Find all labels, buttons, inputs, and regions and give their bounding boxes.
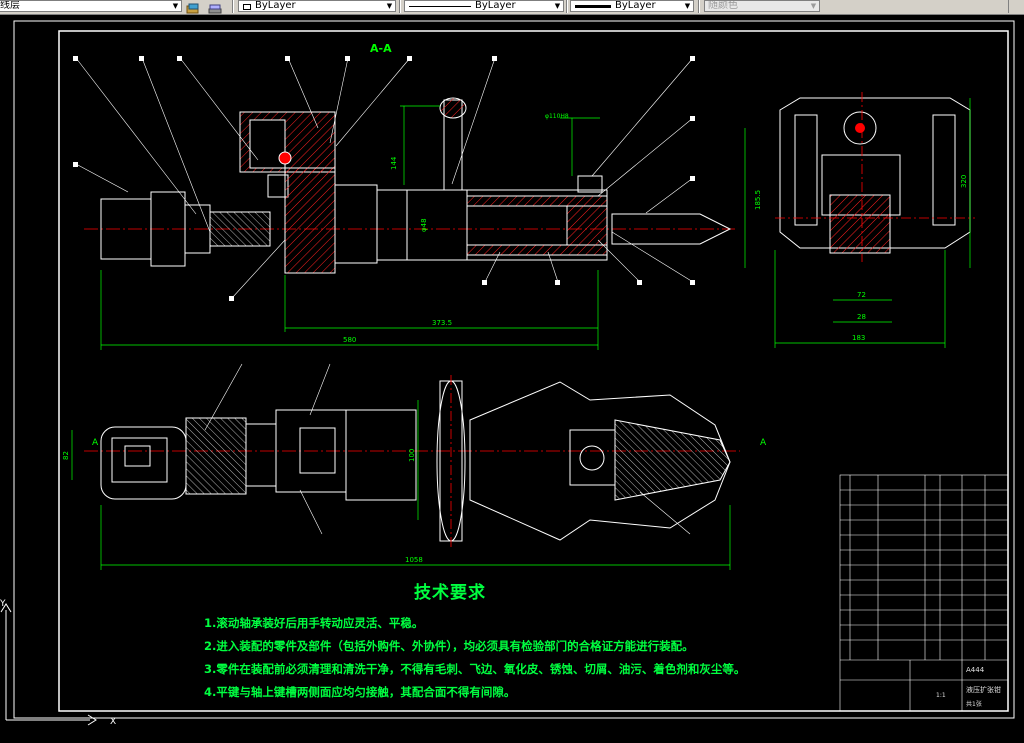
layer-label: 线层 [0, 0, 20, 11]
linetype-dropdown[interactable]: ByLayer ▼ [404, 0, 564, 12]
title-block-code: A444 [966, 666, 985, 674]
section-label: A-A [370, 42, 392, 55]
dim-top-height: 144 [390, 156, 398, 170]
plotstyle-dropdown[interactable]: 随颜色 ▼ [704, 0, 820, 12]
sheet-border [13, 20, 1015, 719]
chevron-down-icon: ▼ [684, 2, 691, 10]
dim-bottom-height: 82 [62, 451, 70, 460]
drawing-canvas[interactable]: A-A [0, 15, 1024, 739]
color-value: ByLayer [255, 0, 296, 11]
dim-side-height: 185.5 [754, 190, 762, 210]
toolbar-separator [566, 0, 568, 13]
layer-dropdown[interactable]: 线层 ▼ [0, 0, 182, 12]
ucs-icon: Y X [0, 599, 116, 727]
dim-bottom-overall: 1058 [405, 556, 423, 564]
layer-previous-icon[interactable] [186, 0, 200, 14]
toolbar-separator [698, 0, 700, 13]
title-block-sheet: 共1张 [966, 700, 982, 708]
title-block [839, 474, 1009, 712]
toolbar-scroll-button[interactable] [1008, 0, 1024, 13]
plotstyle-value: 随颜色 [708, 0, 738, 11]
dim-side-width: 320 [960, 175, 968, 188]
color-dropdown[interactable]: ByLayer ▼ [238, 0, 396, 12]
chevron-down-icon: ▼ [172, 2, 179, 10]
linetype-sample [409, 6, 471, 7]
chevron-down-icon: ▼ [810, 2, 817, 10]
linetype-value: ByLayer [475, 0, 516, 11]
view-marker-right: A [760, 438, 767, 448]
svg-text:Y: Y [0, 599, 6, 609]
dim-top-note: φ110H8 [545, 113, 569, 120]
lineweight-dropdown[interactable]: ByLayer ▼ [570, 0, 694, 12]
dim-side-total: 183 [852, 334, 865, 342]
requirement-item-1: 1.滚动轴承装好后用手转动应灵活、平稳。 [204, 616, 424, 630]
chevron-down-icon: ▼ [386, 2, 393, 10]
view-marker-left: A [92, 438, 99, 448]
section-view-aa: A-A [73, 42, 735, 350]
properties-toolbar: 线层 ▼ ByLayer ▼ ByLayer ▼ ByLayer ▼ 随颜色 ▼ [0, 0, 1024, 15]
plan-view: A A 1058 82 100 [62, 363, 767, 570]
lineweight-value: ByLayer [615, 0, 656, 11]
dim-side-bottom2: 28 [857, 313, 866, 321]
side-view: 185.5 320 72 28 183 [744, 92, 975, 348]
toolbar-separator [399, 0, 401, 13]
chevron-down-icon: ▼ [554, 2, 561, 10]
dim-side-bottom1: 72 [857, 291, 866, 299]
dim-top-overall: 580 [343, 336, 356, 344]
title-block-name: 液压扩张钳 [966, 685, 1001, 694]
dim-top-middle: 373.5 [432, 319, 452, 327]
requirement-item-4: 4.平键与轴上键槽两侧面应均匀接触，其配合面不得有间隙。 [204, 685, 516, 699]
requirement-item-2: 2.进入装配的零件及部件（包括外购件、外协件），均必须具有检验部门的合格证方能进… [204, 639, 694, 653]
dim-bottom-middle: 100 [408, 449, 416, 462]
layer-states-icon[interactable] [208, 0, 222, 14]
toolbar-separator [232, 0, 234, 13]
svg-text:X: X [110, 717, 116, 727]
color-swatch [243, 4, 251, 10]
dim-top-dia: φ48 [420, 218, 428, 232]
title-block-scale: 1:1 [936, 692, 946, 699]
requirements-title: 技术要求 [414, 583, 486, 603]
lineweight-sample [575, 5, 611, 8]
requirement-item-3: 3.零件在装配前必须清理和清洗干净，不得有毛刺、飞边、氧化皮、锈蚀、切屑、油污、… [204, 662, 746, 676]
